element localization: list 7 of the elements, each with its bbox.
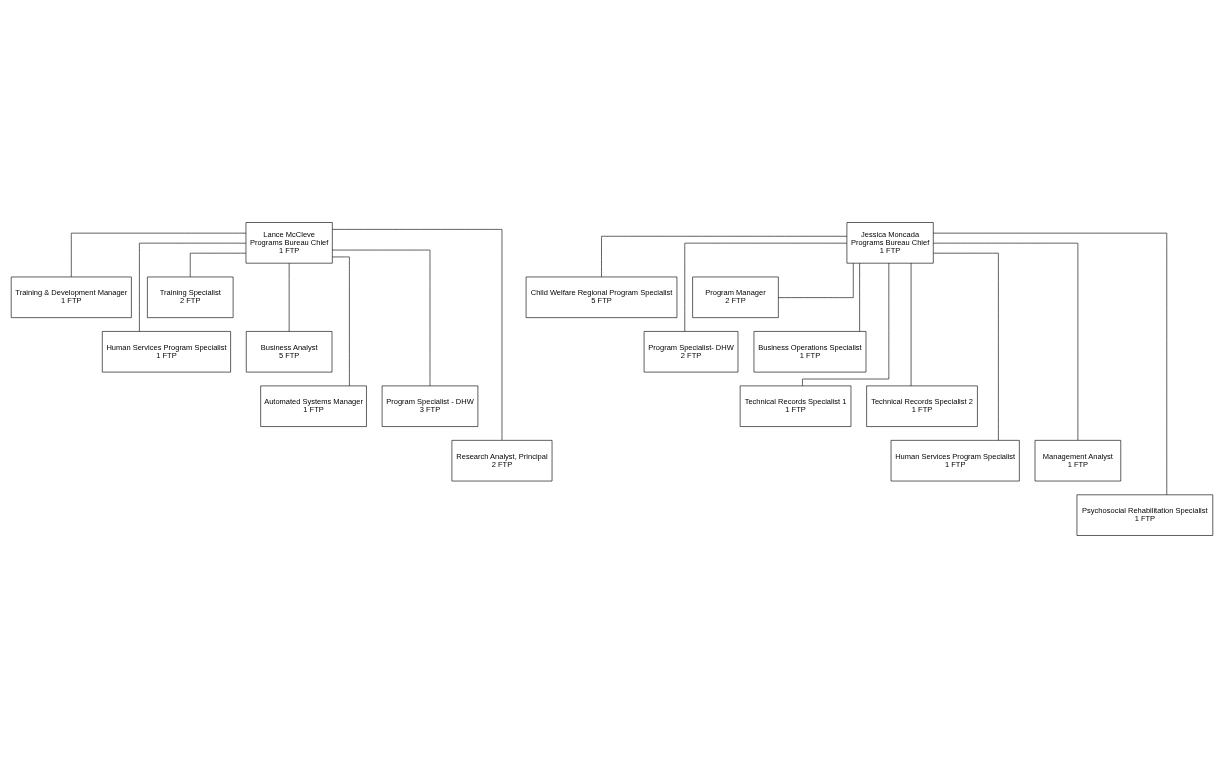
connector (802, 262, 890, 387)
connector (778, 262, 854, 298)
connector (139, 242, 247, 332)
connector (332, 256, 350, 387)
connector (332, 229, 503, 441)
connector (859, 263, 860, 332)
connector (601, 235, 848, 278)
